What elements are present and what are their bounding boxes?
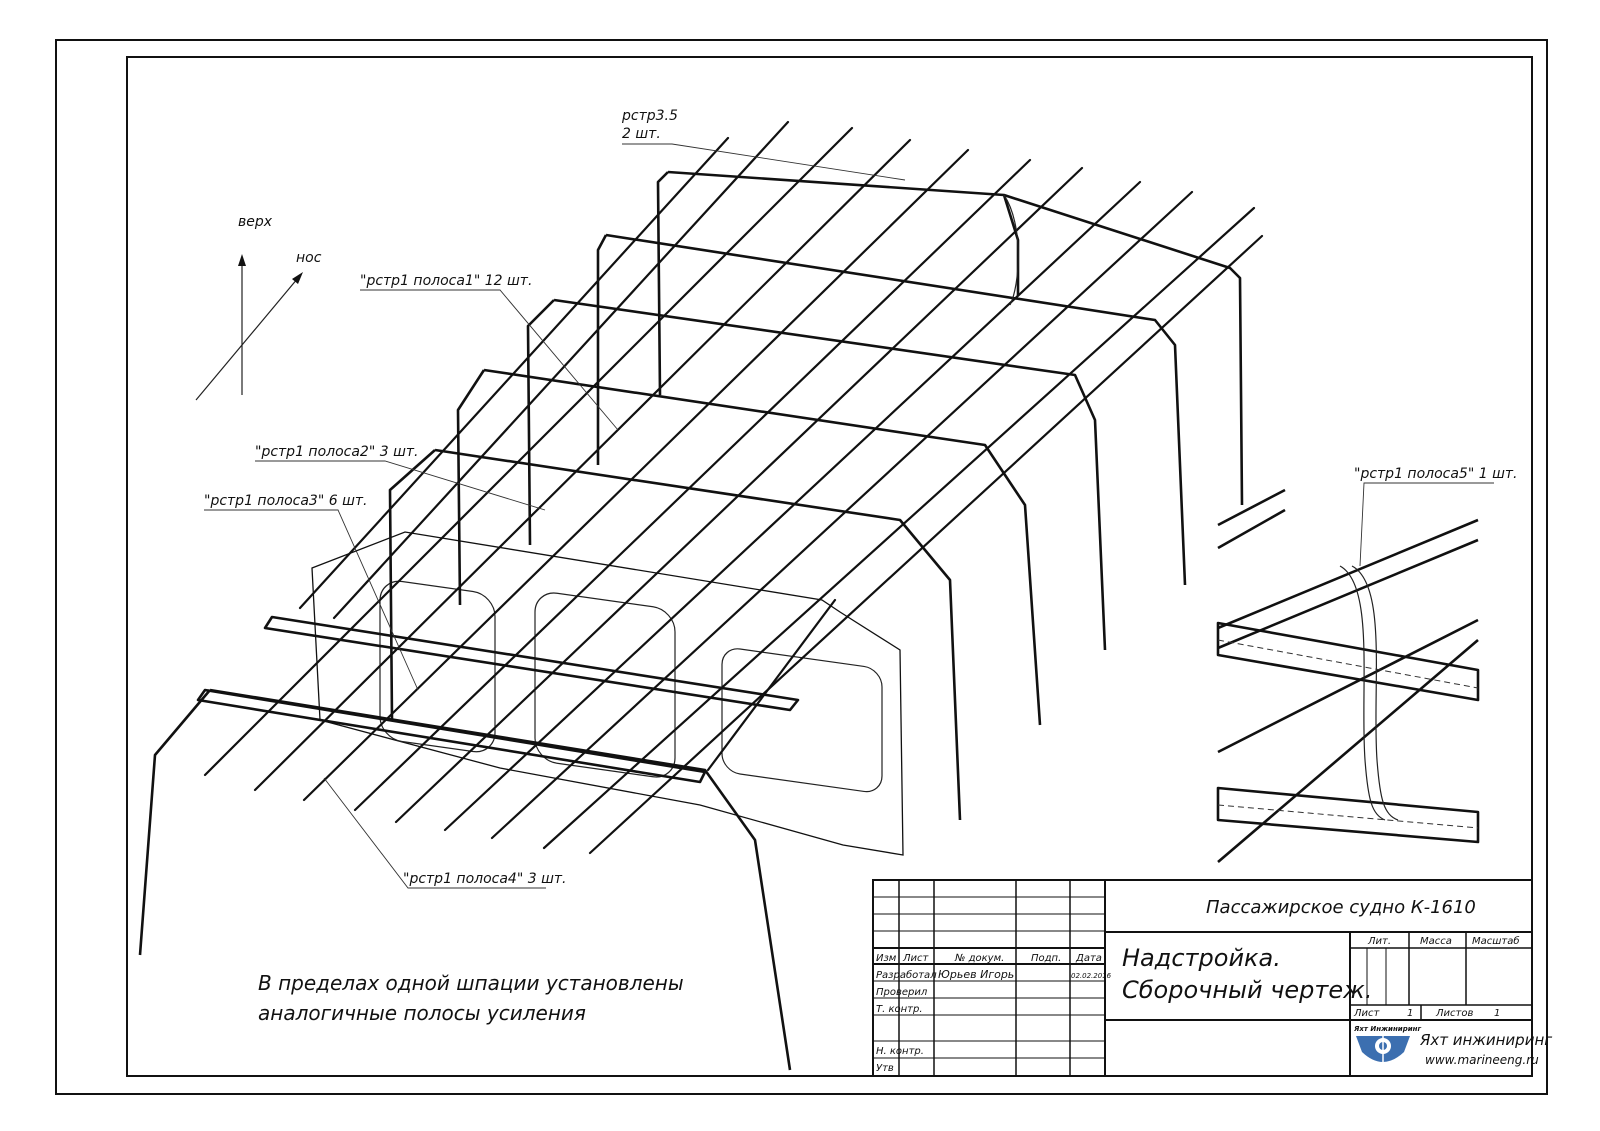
- frame-rings: [138, 170, 1244, 1071]
- company-name: Яхт инжиниринг: [1419, 1031, 1552, 1049]
- project-name: Пассажирское судно К-1610: [1206, 897, 1476, 918]
- row-ncontrol: Н. контр.: [876, 1046, 924, 1057]
- development-date: 02.02.2016: [1071, 972, 1112, 980]
- company-logo-icon: Яхт Инжиниринг: [1353, 1025, 1421, 1064]
- row-developed: Разработал: [876, 969, 937, 981]
- general-note: В пределах одной шпации установлены анал…: [258, 971, 684, 1025]
- drawing-title-1: Надстройка.: [1122, 944, 1281, 972]
- callout-rstr35: рстр3.5: [621, 108, 678, 124]
- row-approved: Утв: [876, 1063, 894, 1074]
- col-docnum: № докум.: [954, 953, 1004, 964]
- stiffener-curve: [1003, 194, 1019, 306]
- transverse-bars: [196, 615, 800, 784]
- mass-header: Масса: [1420, 936, 1452, 947]
- col-list: Лист: [902, 953, 930, 964]
- callout-polosa3: "рстр1 полоса3" 6 шт.: [204, 493, 368, 509]
- col-izm: Изм: [876, 953, 897, 964]
- drawing-title-2: Сборочный чертеж.: [1122, 976, 1372, 1004]
- note-line-1: В пределах одной шпации установлены: [258, 971, 684, 995]
- sheets-label: Листов: [1435, 1008, 1473, 1019]
- callout-polosa5: "рстр1 полоса5" 1 шт.: [1354, 466, 1518, 482]
- title-block: Пассажирское судно К-1610 Надстройка. Сб…: [872, 879, 1552, 1077]
- bow-arrow-icon: [292, 272, 303, 284]
- company-website: www.marineeng.ru: [1425, 1053, 1539, 1067]
- sheets-number: 1: [1494, 1008, 1500, 1019]
- longitudinal-stringers: [203, 120, 1264, 855]
- sheet-number: 1: [1407, 1008, 1413, 1019]
- col-sign: Подп.: [1031, 953, 1061, 964]
- orientation-axes: верх нос: [195, 214, 322, 401]
- superstructure-frame: [138, 120, 1264, 1071]
- callout-polosa1: "рстр1 полоса1" 12 шт.: [360, 273, 532, 289]
- sheet-label: Лист: [1353, 1008, 1381, 1019]
- window-opening-2: [534, 592, 676, 778]
- axis-up-label: верх: [238, 214, 273, 230]
- row-tcontrol: Т. контр.: [876, 1004, 923, 1015]
- outer-frame: [55, 39, 1548, 1095]
- callout-rstr35-qty: 2 шт.: [622, 126, 661, 142]
- inner-frame: [126, 56, 1533, 1077]
- leader-lines: [204, 143, 1494, 889]
- logo-text: Яхт Инжиниринг: [1353, 1025, 1421, 1033]
- note-line-2: аналогичные полосы усиления: [258, 1001, 586, 1025]
- scale-header: Масштаб: [1472, 935, 1520, 947]
- developer-name: Юрьев Игорь: [938, 968, 1014, 981]
- row-checked: Проверил: [876, 987, 928, 998]
- callout-polosa2: "рстр1 полоса2" 3 шт.: [255, 444, 419, 460]
- callout-polosa4: "рстр1 полоса4" 3 шт.: [403, 871, 567, 887]
- callout-labels: рстр3.5 2 шт. "рстр1 полоса1" 12 шт. "рс…: [204, 108, 1518, 887]
- col-date: Дата: [1075, 953, 1102, 964]
- up-arrow-icon: [238, 254, 246, 266]
- detail-view: [1216, 488, 1480, 863]
- side-plate: [311, 531, 904, 856]
- axis-bow-label: нос: [296, 250, 322, 266]
- lit-header: Лит.: [1367, 936, 1391, 947]
